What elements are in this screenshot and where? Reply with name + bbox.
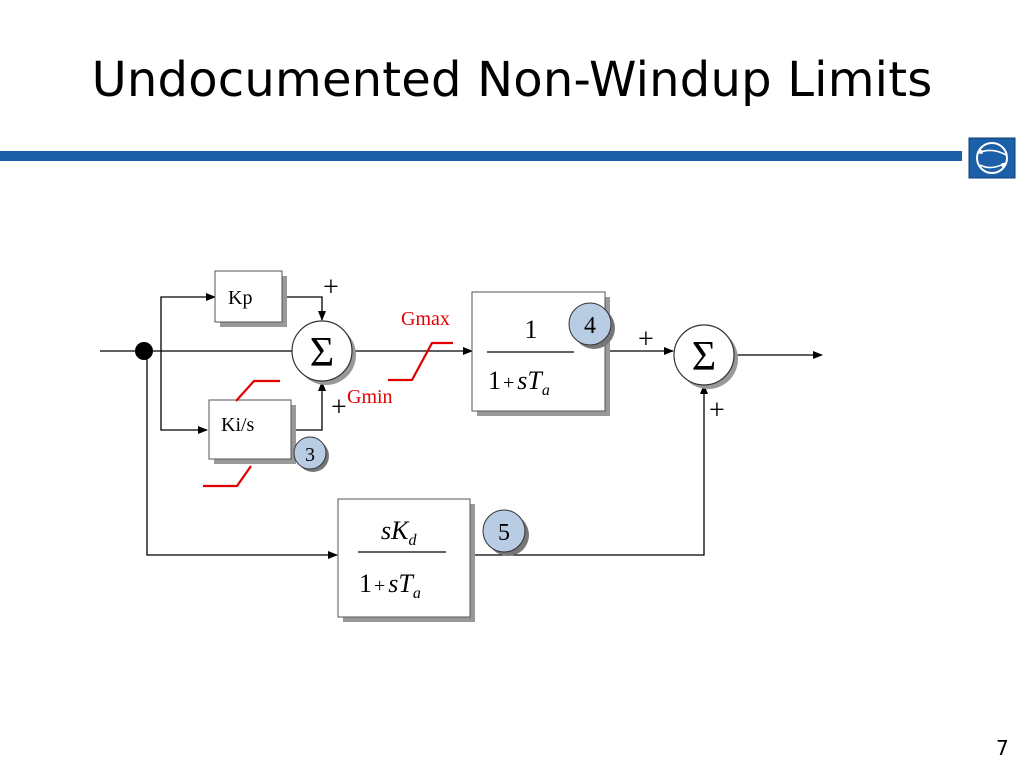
gmax-label: Gmax	[401, 308, 450, 330]
kp-label: Kp	[228, 287, 252, 309]
globe-logo-icon	[968, 137, 1016, 179]
ki-block: Ki/s	[208, 399, 296, 464]
summing-junction-1: Σ	[291, 320, 356, 385]
page-number: 7	[996, 736, 1009, 760]
lag-numerator: 1	[525, 315, 538, 344]
kp-block: Kp	[214, 270, 287, 327]
gmin-label: Gmin	[347, 386, 393, 408]
plus-sign-kp: +	[323, 272, 339, 303]
deriv-numerator: sKd	[381, 516, 417, 549]
lag-denominator: 1+sTa	[488, 366, 550, 399]
badge-3: 3	[293, 436, 329, 472]
slide-title: Undocumented Non-Windup Limits	[91, 52, 933, 108]
derivative-transfer-block: sKd 1+sTa	[337, 498, 475, 622]
badge-4: 4	[568, 302, 615, 349]
plus-sign-lag: +	[638, 324, 654, 355]
sum-symbol-1: Σ	[310, 330, 334, 376]
sum-symbol-2: Σ	[692, 334, 716, 380]
plus-sign-deriv: +	[709, 395, 725, 426]
red-limit-lines	[203, 341, 453, 488]
badge-5-label: 5	[498, 520, 510, 546]
badge-5: 5	[482, 509, 529, 556]
badge-3-label: 3	[305, 444, 315, 466]
summing-junction-2: Σ	[673, 324, 738, 389]
pickoff-junction-dot	[135, 342, 153, 360]
badge-4-label: 4	[584, 313, 596, 339]
plus-sign-ki: +	[331, 392, 347, 423]
title-divider-bar	[0, 151, 962, 161]
ki-label: Ki/s	[221, 414, 255, 436]
deriv-denominator: 1+sTa	[359, 569, 421, 602]
lag-transfer-block: 1 1+sTa	[471, 291, 610, 416]
signal-wires	[100, 293, 823, 559]
